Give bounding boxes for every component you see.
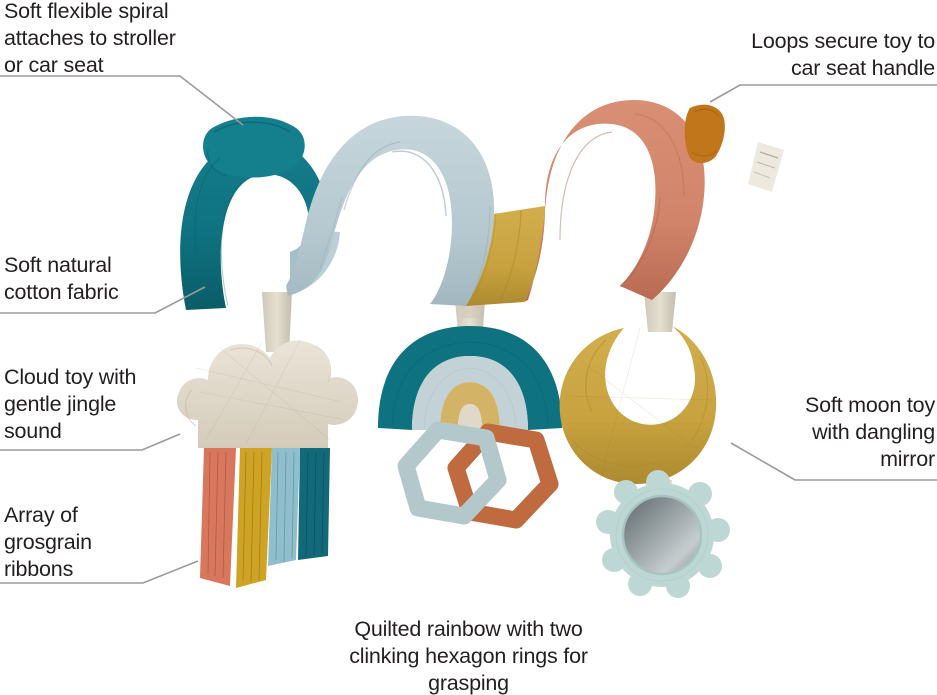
- ribbon-mustard: [236, 448, 272, 588]
- moon-toy: [559, 326, 717, 484]
- callout-cotton-fabric: Soft natural cotton fabric: [4, 253, 119, 304]
- hexagon-ring-terracotta: [447, 423, 559, 529]
- leather-loop-strap: [684, 104, 725, 164]
- mirror-surface: [623, 496, 701, 574]
- leader-spiral: [0, 75, 244, 126]
- ribbon-blue: [268, 448, 300, 566]
- grosgrain-ribbons: [200, 448, 330, 588]
- light-blue-arch-part: [286, 115, 495, 307]
- rainbow-band-mustard: [440, 382, 500, 430]
- cloud-toy: [176, 339, 358, 588]
- mustard-arch-part: [466, 206, 545, 306]
- leader-cotton: [0, 286, 206, 314]
- rainbow-band-teal: [378, 326, 562, 430]
- callout-moon-toy: Soft moon toy with dangling mirror: [804, 393, 935, 471]
- hexagon-ring-blue: [397, 421, 507, 525]
- brand-tag: [748, 142, 784, 192]
- sun-mirror: [596, 470, 730, 598]
- callout-cloud-toy: Cloud toy with gentle jingle sound: [4, 365, 137, 443]
- callout-rainbow: Quilted rainbow with two clinking hexago…: [349, 617, 588, 695]
- leader-loops: [709, 84, 937, 103]
- ribbon-coral: [200, 448, 236, 586]
- rainbow-band-cream: [458, 404, 482, 430]
- callout-spiral: Soft flexible spiral attaches to strolle…: [4, 0, 176, 77]
- leader-ribbons: [0, 560, 199, 584]
- callout-loops: Loops secure toy to car seat handle: [751, 29, 935, 80]
- leader-moon: [730, 442, 937, 481]
- terracotta-arch-part: [524, 100, 784, 302]
- callout-ribbons: Array of grosgrain ribbons: [4, 503, 92, 581]
- rainbow-band-light-blue: [412, 356, 528, 430]
- ribbon-teal: [298, 448, 330, 560]
- quilted-rainbow: [378, 326, 562, 529]
- leader-cloud: [0, 433, 181, 451]
